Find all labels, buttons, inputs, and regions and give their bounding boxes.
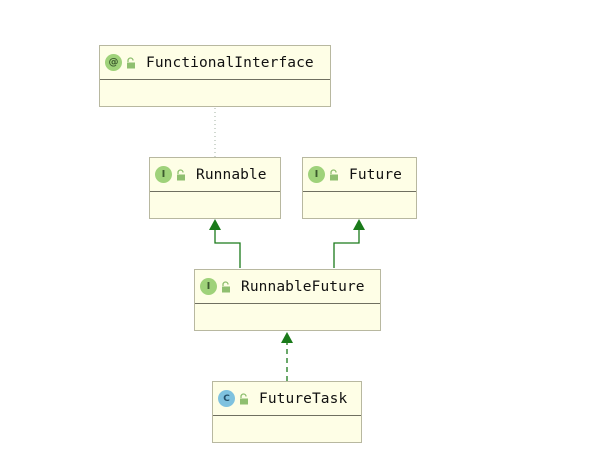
interface-icon: I xyxy=(308,166,325,183)
arrowhead-future xyxy=(353,219,365,230)
arrowhead-runnable xyxy=(209,219,221,230)
node-header: I Runnable xyxy=(150,158,280,192)
node-header: I Future xyxy=(303,158,416,192)
node-header: @ FunctionalInterface xyxy=(100,46,330,80)
unlocked-icon xyxy=(240,392,248,404)
edge-runnablefuture-runnable xyxy=(214,230,241,268)
edge-runnablefuture-future xyxy=(333,230,360,268)
arrowhead-runnablefuture xyxy=(281,332,293,343)
interface-icon: I xyxy=(155,166,172,183)
node-runnablefuture[interactable]: I RunnableFuture xyxy=(194,269,381,331)
node-label: RunnableFuture xyxy=(241,278,365,295)
class-icon: C xyxy=(218,390,235,407)
node-runnable[interactable]: I Runnable xyxy=(149,157,281,219)
unlocked-icon xyxy=(177,168,185,180)
node-functional-interface[interactable]: @ FunctionalInterface xyxy=(99,45,331,107)
node-future[interactable]: I Future xyxy=(302,157,417,219)
node-label: FunctionalInterface xyxy=(146,54,314,71)
node-label: FutureTask xyxy=(259,390,348,407)
annotation-icon: @ xyxy=(105,54,122,71)
node-label: Future xyxy=(349,166,402,183)
unlocked-icon xyxy=(330,168,338,180)
node-header: I RunnableFuture xyxy=(195,270,380,304)
node-futuretask[interactable]: C FutureTask xyxy=(212,381,362,443)
unlocked-icon xyxy=(127,56,135,68)
unlocked-icon xyxy=(222,280,230,292)
node-label: Runnable xyxy=(196,166,267,183)
interface-icon: I xyxy=(200,278,217,295)
node-header: C FutureTask xyxy=(213,382,361,416)
